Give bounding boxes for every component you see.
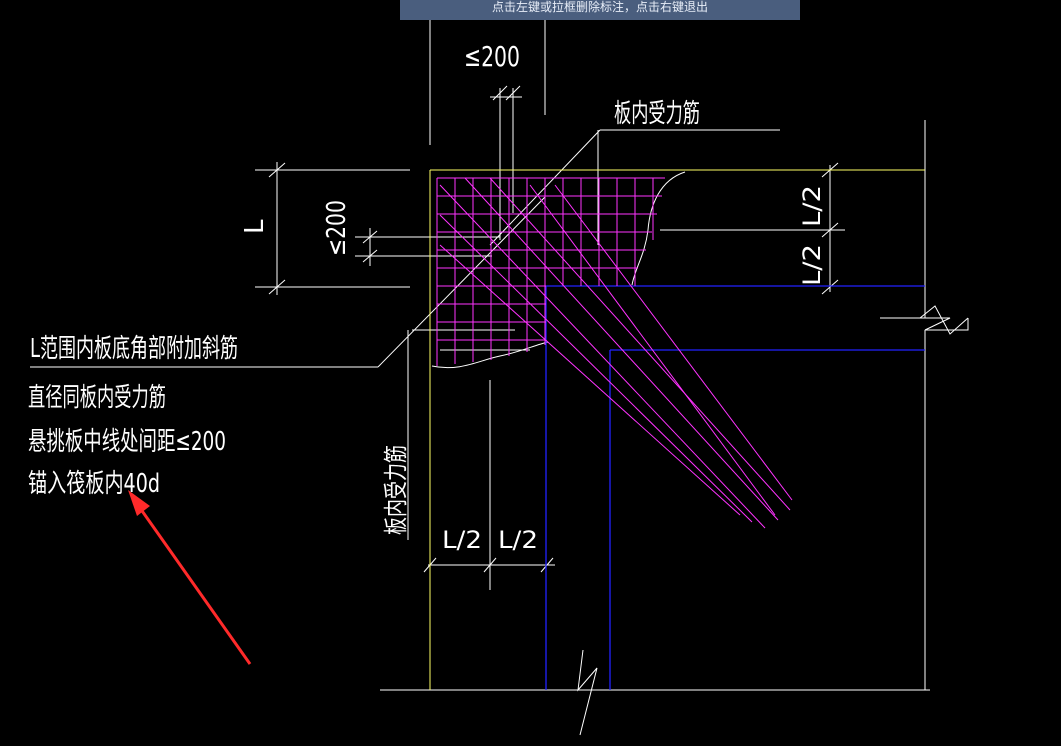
dimension-texts: ≤200 板内受力筋 L ≤200 L/2 L/2 板内受力筋 L/2 L/2 <box>240 40 826 554</box>
dim-half-L-bottom-right: L/2 <box>498 526 538 554</box>
beam-lines[interactable] <box>545 285 925 690</box>
annotation-note: L范围内板底角部附加斜筋 直径同板内受力筋 悬挑板中线处间距≤200 锚入筏板内… <box>28 334 238 499</box>
status-hint-bar: 点击左键或拉框删除标注，点击右键退出 <box>400 0 800 20</box>
slab-edge[interactable] <box>429 169 925 690</box>
note-line-4: 锚入筏板内40d <box>28 469 160 499</box>
dim-spacing-left: ≤200 <box>322 200 352 256</box>
dim-half-L-bottom-left: L/2 <box>442 526 482 554</box>
dimension-lines[interactable] <box>30 20 969 736</box>
dim-L: L <box>240 219 270 234</box>
dim-spacing-top: ≤200 <box>464 40 520 73</box>
note-line-1: L范围内板底角部附加斜筋 <box>30 334 238 364</box>
red-arrow-icon <box>128 490 252 665</box>
note-line-2: 直径同板内受力筋 <box>28 383 166 413</box>
label-slab-rebar-side: 板内受力筋 <box>382 445 410 535</box>
dim-half-L-right-upper: L/2 <box>798 185 826 227</box>
diagonal-corner-rebar[interactable] <box>439 177 793 529</box>
note-line-3: 悬挑板中线处间距≤200 <box>28 427 226 457</box>
dim-half-L-right-lower: L/2 <box>798 244 826 286</box>
label-slab-rebar-top: 板内受力筋 <box>614 99 700 129</box>
